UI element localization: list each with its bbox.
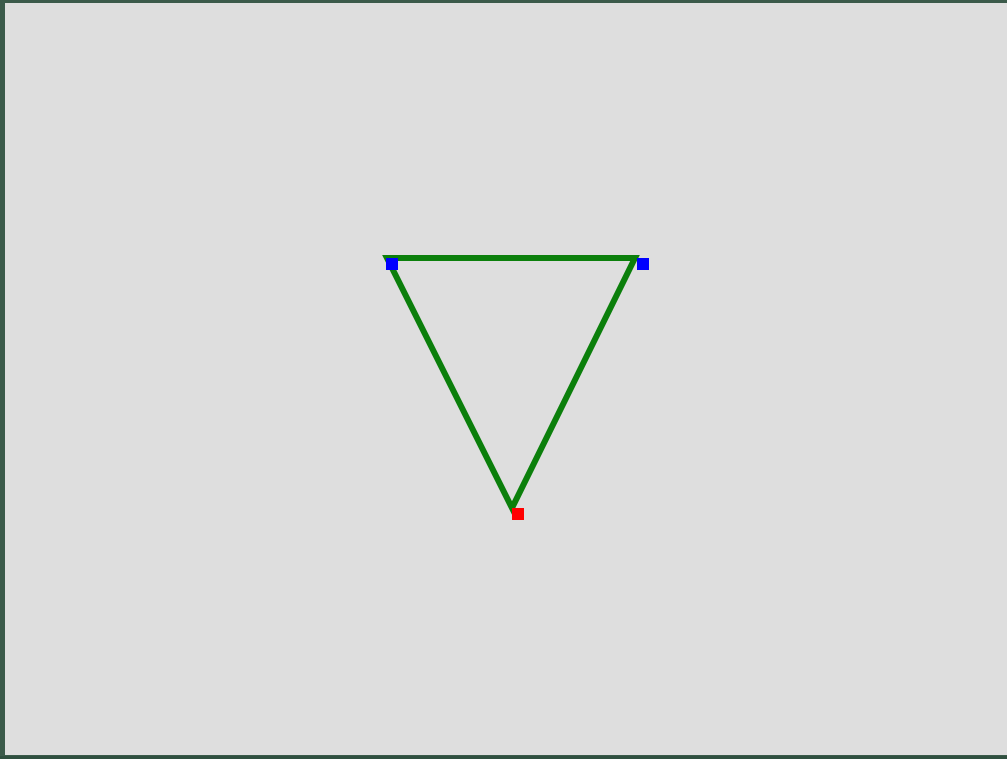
vertex-marker-bottom[interactable] <box>512 508 524 520</box>
drawing-surface[interactable] <box>5 3 1007 759</box>
vertex-marker-left[interactable] <box>386 258 398 270</box>
vertex-marker-right[interactable] <box>637 258 649 270</box>
triangle-outline[interactable] <box>382 255 640 515</box>
